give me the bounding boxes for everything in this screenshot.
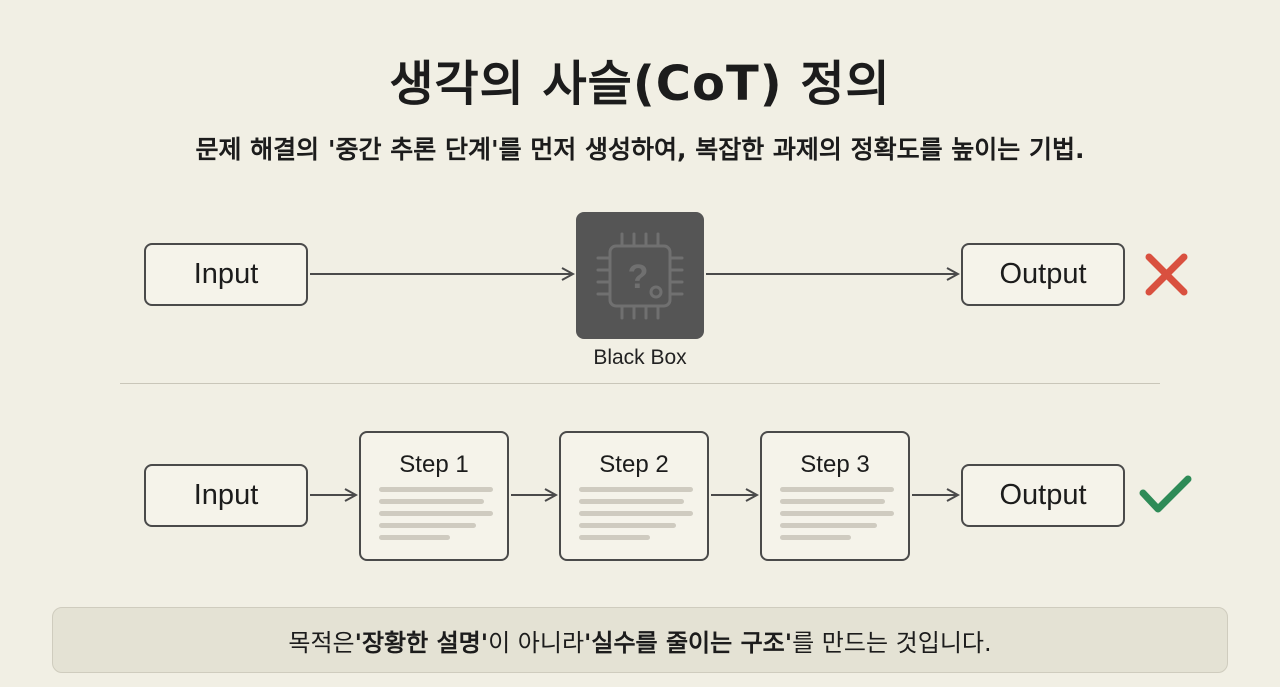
note-suffix: 를 만드는 것입니다. <box>792 628 992 657</box>
note-prefix: 목적은 <box>288 628 355 657</box>
page-subtitle: 문제 해결의 '중간 추론 단계'를 먼저 생성하여, 복잡한 과제의 정확도를… <box>195 135 1085 164</box>
question-mark: ? <box>628 258 649 296</box>
top-input-box: Input <box>144 243 308 306</box>
text-lines <box>579 487 693 547</box>
text-lines <box>780 487 894 547</box>
top-output-box: Output <box>961 243 1125 306</box>
step-box-3: Step 3 <box>760 431 910 561</box>
page-title: 생각의 사슬(CoT) 정의 <box>389 56 891 112</box>
check-icon <box>1139 475 1192 513</box>
step-label: Step 3 <box>800 451 870 478</box>
step-label: Step 2 <box>599 451 669 478</box>
black-box-label: Black Box <box>593 346 687 369</box>
text-lines <box>379 487 493 547</box>
black-box: ? <box>576 212 704 339</box>
note-emphasis-1: '장황한 설명' <box>354 628 489 657</box>
step-box-2: Step 2 <box>559 431 709 561</box>
step-box-1: Step 1 <box>359 431 509 561</box>
divider <box>120 383 1160 384</box>
note-middle: 이 아니라 <box>488 628 585 657</box>
cross-icon <box>1145 253 1188 296</box>
bottom-output-box: Output <box>961 464 1125 527</box>
step-label: Step 1 <box>399 451 469 478</box>
bottom-input-box: Input <box>144 464 308 527</box>
purpose-note: 목적은 '장황한 설명'이 아니라 '실수를 줄이는 구조'를 만드는 것입니다… <box>52 607 1228 673</box>
note-emphasis-2: '실수를 줄이는 구조' <box>584 628 793 657</box>
chip-icon: ? <box>596 232 684 320</box>
